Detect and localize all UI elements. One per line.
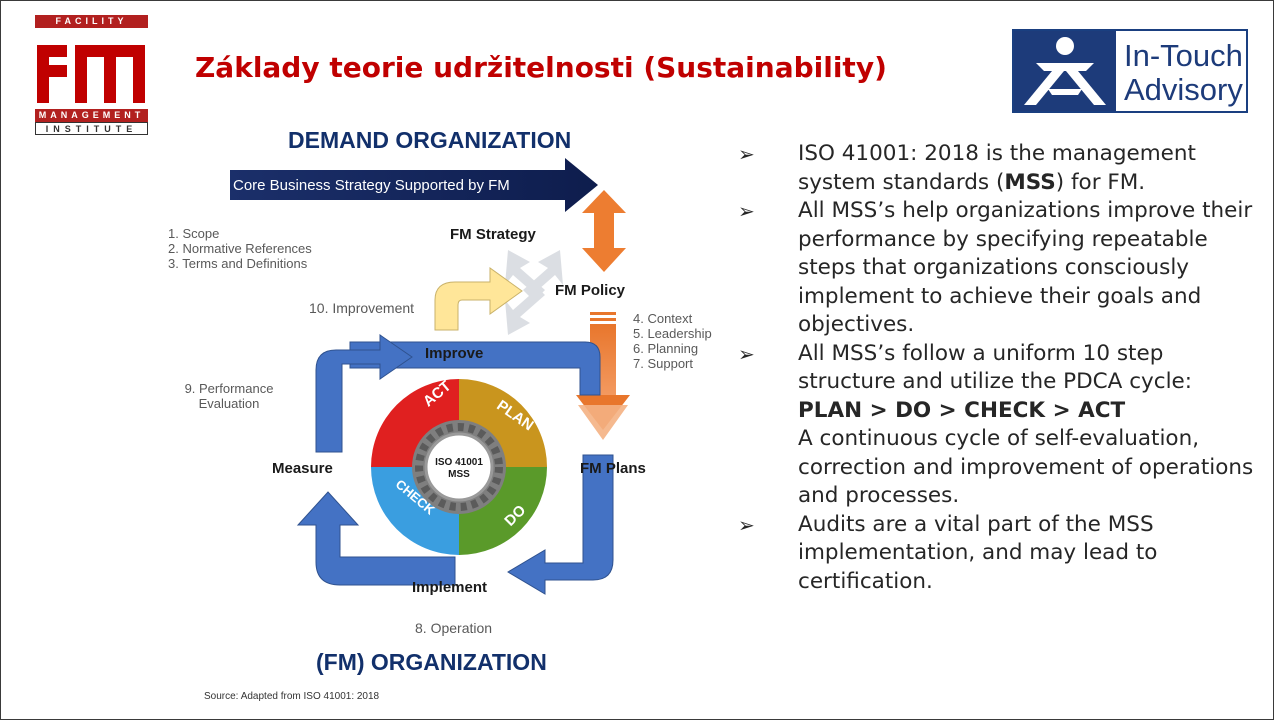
bullet-3: ➢All MSS’s follow a uniform 10 step stru… bbox=[738, 340, 1193, 395]
clauses-4-7: 4. Context 5. Leadership 6. Planning 7. … bbox=[633, 311, 712, 371]
node-fm-policy: FM Policy bbox=[555, 282, 626, 299]
arrow-bullet-icon: ➢ bbox=[738, 142, 755, 166]
logo-band-management: MANAGEMENT bbox=[35, 109, 148, 122]
in-touch-line2: Advisory bbox=[1124, 72, 1243, 107]
pdca-sequence: PLAN > DO > CHECK > ACT bbox=[798, 397, 1126, 423]
bullet-1: ➢ISO 41001: 2018 is the management syste… bbox=[738, 141, 1196, 195]
bullet-2: ➢All MSS’s help organizations improve th… bbox=[738, 198, 1253, 337]
pdca-description: A continuous cycle of self-evaluation, c… bbox=[798, 426, 1254, 508]
strategy-policy-arrow bbox=[582, 190, 626, 272]
pdca-do-segment bbox=[459, 467, 547, 555]
in-touch-advisory-logo: In-Touch Advisory bbox=[1012, 29, 1248, 113]
bullet-list: ➢ISO 41001: 2018 is the management syste… bbox=[738, 140, 1258, 596]
fm-organization-heading: (FM) ORGANIZATION bbox=[316, 649, 547, 675]
pdca-check-segment bbox=[371, 467, 459, 555]
node-fm-strategy: FM Strategy bbox=[450, 226, 536, 243]
logo-band-facility: FACILITY bbox=[35, 15, 148, 28]
logo-band-institute: INSTITUTE bbox=[35, 122, 148, 135]
core-strategy-label: Core Business Strategy Supported by FM bbox=[233, 177, 510, 194]
pdca-center-line2: MSS bbox=[448, 469, 470, 480]
operation-label: 8. Operation bbox=[415, 620, 493, 636]
cycle-arrows bbox=[296, 334, 614, 595]
in-touch-line1: In-Touch bbox=[1124, 38, 1243, 73]
arrow-bullet-icon: ➢ bbox=[738, 199, 755, 223]
source-note: Source: Adapted from ISO 41001: 2018 bbox=[204, 691, 380, 702]
pdca-act-segment bbox=[371, 379, 459, 467]
logo-mark-text: FM bbox=[91, 38, 93, 40]
performance-label: 9. Performance Evaluation bbox=[184, 381, 274, 411]
core-strategy-arrow bbox=[230, 158, 598, 212]
arrow-bullet-icon: ➢ bbox=[738, 341, 755, 366]
in-touch-mark-icon bbox=[1014, 31, 1116, 111]
slide-title: Základy teorie udržitelnosti (Sustainabi… bbox=[195, 51, 887, 84]
bullet-4: ➢Audits are a vital part of the MSS impl… bbox=[738, 511, 1158, 594]
node-improve: Improve bbox=[425, 345, 484, 362]
pdca-plan-segment bbox=[459, 379, 547, 467]
pdca-wheel: ACT PLAN DO CHECK ISO 41001 MSS bbox=[371, 377, 547, 555]
node-fm-plans: FM Plans bbox=[580, 460, 646, 477]
clauses-1-3: 1. Scope 2. Normative References 3. Term… bbox=[168, 226, 312, 271]
logo-fm-mark: FM bbox=[35, 29, 148, 113]
improvement-label: 10. Improvement bbox=[309, 300, 415, 316]
node-implement: Implement bbox=[412, 579, 488, 596]
improvement-arrow bbox=[434, 267, 523, 331]
iso-41001-diagram: ACT PLAN DO CHECK ISO 41001 MSS bbox=[230, 158, 630, 595]
node-measure: Measure bbox=[272, 460, 333, 477]
grey-crossing-arrows bbox=[505, 250, 563, 335]
arrow-bullet-icon: ➢ bbox=[738, 512, 755, 537]
pdca-center-line1: ISO 41001 bbox=[435, 457, 483, 468]
demand-organization-heading: DEMAND ORGANIZATION bbox=[288, 127, 572, 153]
fm-institute-logo: FACILITY FM MANAGEMENT INSTITUTE bbox=[35, 15, 148, 135]
